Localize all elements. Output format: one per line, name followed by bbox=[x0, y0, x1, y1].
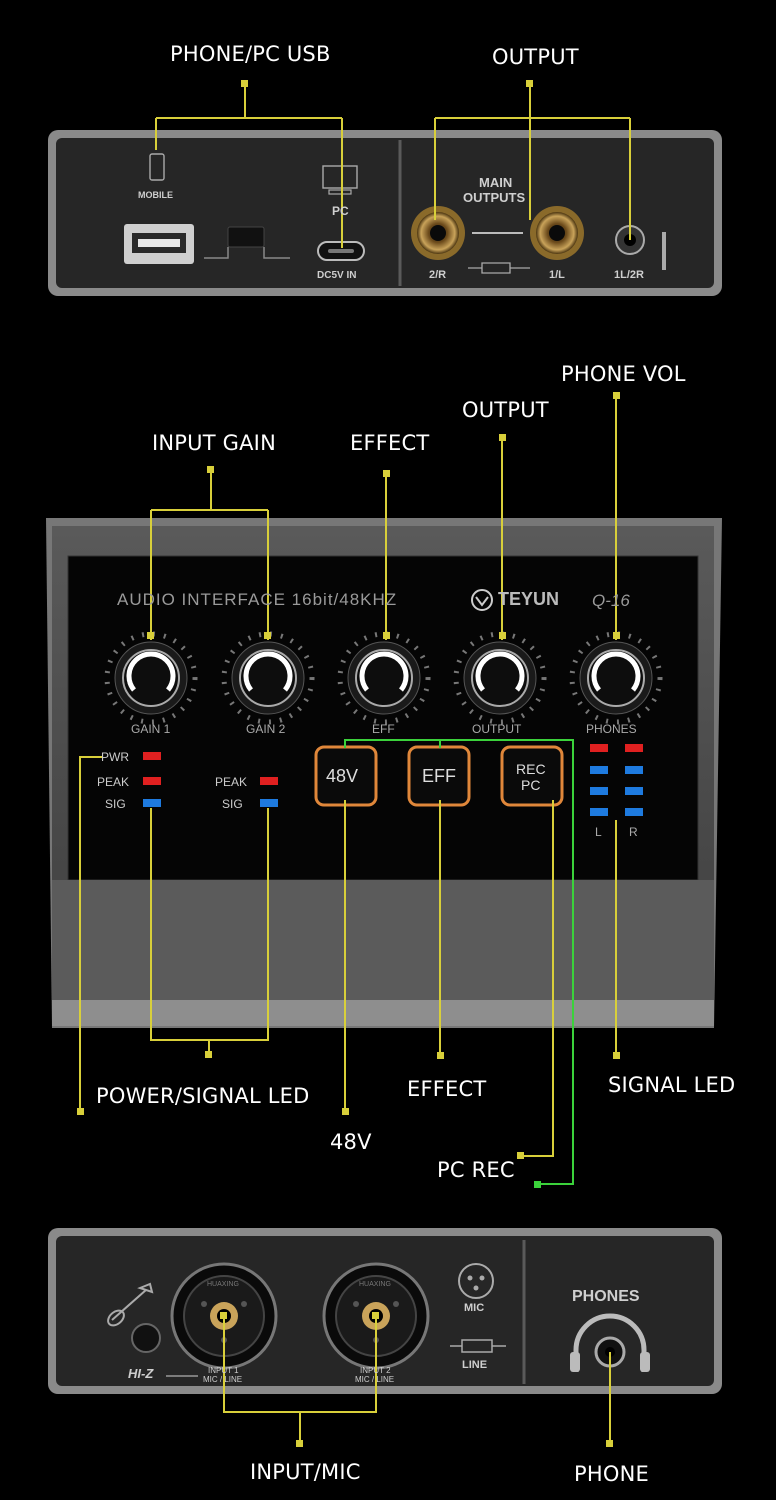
callout-pc-rec: PC REC bbox=[437, 1158, 515, 1182]
led-label-pwr: PWR bbox=[101, 750, 129, 764]
callout-signal-led: SIGNAL LED bbox=[608, 1073, 736, 1097]
button-label-eff: EFF bbox=[422, 766, 456, 786]
label-pc: PC bbox=[332, 204, 349, 218]
knob-phones bbox=[569, 631, 663, 725]
callout-output-top: OUTPUT bbox=[492, 45, 579, 69]
button-label-48v: 48V bbox=[326, 766, 359, 786]
knob-eff bbox=[337, 631, 431, 725]
callout-input-mic: INPUT/MIC bbox=[250, 1460, 361, 1484]
input-panel bbox=[48, 1228, 722, 1394]
label-input2-b: MIC / LINE bbox=[355, 1375, 395, 1384]
meter-label-l: L bbox=[595, 825, 602, 839]
line-plug-icon bbox=[450, 1339, 506, 1353]
knob-label-gain-1: GAIN 1 bbox=[131, 722, 171, 736]
hiz-jack bbox=[131, 1323, 161, 1353]
knob-gain-2 bbox=[221, 631, 315, 725]
callout-phone-vol: PHONE VOL bbox=[561, 362, 686, 386]
plug-icon bbox=[468, 262, 530, 274]
label-input1-b: MIC / LINE bbox=[203, 1375, 243, 1384]
led-label-peak-1: PEAK bbox=[97, 775, 130, 789]
led-label-sig-2: SIG bbox=[222, 797, 243, 811]
label-mobile: MOBILE bbox=[138, 190, 173, 200]
rear-panel bbox=[48, 80, 722, 296]
combo-brand-1: HUAXING bbox=[207, 1281, 239, 1288]
combo-brand-2: HUAXING bbox=[359, 1281, 391, 1288]
label-1l2r: 1L/2R bbox=[614, 269, 644, 281]
meter-label-r: R bbox=[629, 825, 638, 839]
label-input2-a: INPUT 2 bbox=[360, 1366, 391, 1375]
callout-input-gain: INPUT GAIN bbox=[152, 431, 276, 455]
signal-meters bbox=[590, 744, 643, 816]
label-dc5v-in: DC5V IN bbox=[317, 270, 357, 281]
callout-phone-pc-usb: PHONE/PC USB bbox=[170, 42, 331, 66]
label-1l: 1/L bbox=[549, 269, 565, 281]
label-main: MAIN bbox=[479, 175, 513, 190]
pc-rec-green-line bbox=[344, 739, 574, 1185]
callout-effect-bottom: EFFECT bbox=[407, 1077, 487, 1101]
label-hiz: HI-Z bbox=[128, 1366, 154, 1381]
button-label-pc: PC bbox=[521, 777, 541, 793]
front-callout-lines bbox=[79, 396, 617, 1157]
led-label-sig-1: SIG bbox=[105, 797, 126, 811]
model-name: Q-16 bbox=[592, 591, 630, 610]
button-label-rec: REC bbox=[516, 761, 546, 777]
pc-icon bbox=[322, 165, 358, 189]
label-mic: MIC bbox=[464, 1302, 485, 1314]
xlr-icon bbox=[458, 1263, 494, 1299]
knob-output bbox=[453, 631, 547, 725]
led-label-peak-2: PEAK bbox=[215, 775, 248, 789]
label-outputs: OUTPUTS bbox=[463, 190, 526, 205]
label-line: LINE bbox=[462, 1359, 488, 1371]
knob-label-eff: EFF bbox=[372, 722, 395, 736]
knob-label-gain-2: GAIN 2 bbox=[246, 722, 286, 736]
mobile-icon bbox=[149, 153, 165, 181]
callout-48v: 48V bbox=[330, 1130, 372, 1154]
knob-label-output: OUTPUT bbox=[472, 722, 522, 736]
button-rec-pc bbox=[500, 745, 564, 807]
label-input1-a: INPUT 1 bbox=[208, 1366, 239, 1375]
callout-output-mid: OUTPUT bbox=[462, 398, 549, 422]
knob-gain-1 bbox=[104, 631, 198, 725]
brand-logo bbox=[471, 589, 493, 611]
knob-label-phones: PHONES bbox=[586, 722, 637, 736]
label-2r: 2/R bbox=[429, 269, 447, 281]
callout-effect-top: EFFECT bbox=[350, 431, 430, 455]
brand-name: TEYUN bbox=[498, 589, 560, 609]
callout-phone: PHONE bbox=[574, 1462, 649, 1486]
front-title: AUDIO INTERFACE 16bit/48KHZ bbox=[117, 590, 398, 609]
leds-left bbox=[143, 752, 278, 807]
guitar-icon bbox=[111, 1282, 154, 1321]
label-phones-jack: PHONES bbox=[572, 1288, 640, 1305]
callout-power-signal-led: POWER/SIGNAL LED bbox=[96, 1084, 310, 1108]
headphone-icon bbox=[573, 1313, 647, 1372]
